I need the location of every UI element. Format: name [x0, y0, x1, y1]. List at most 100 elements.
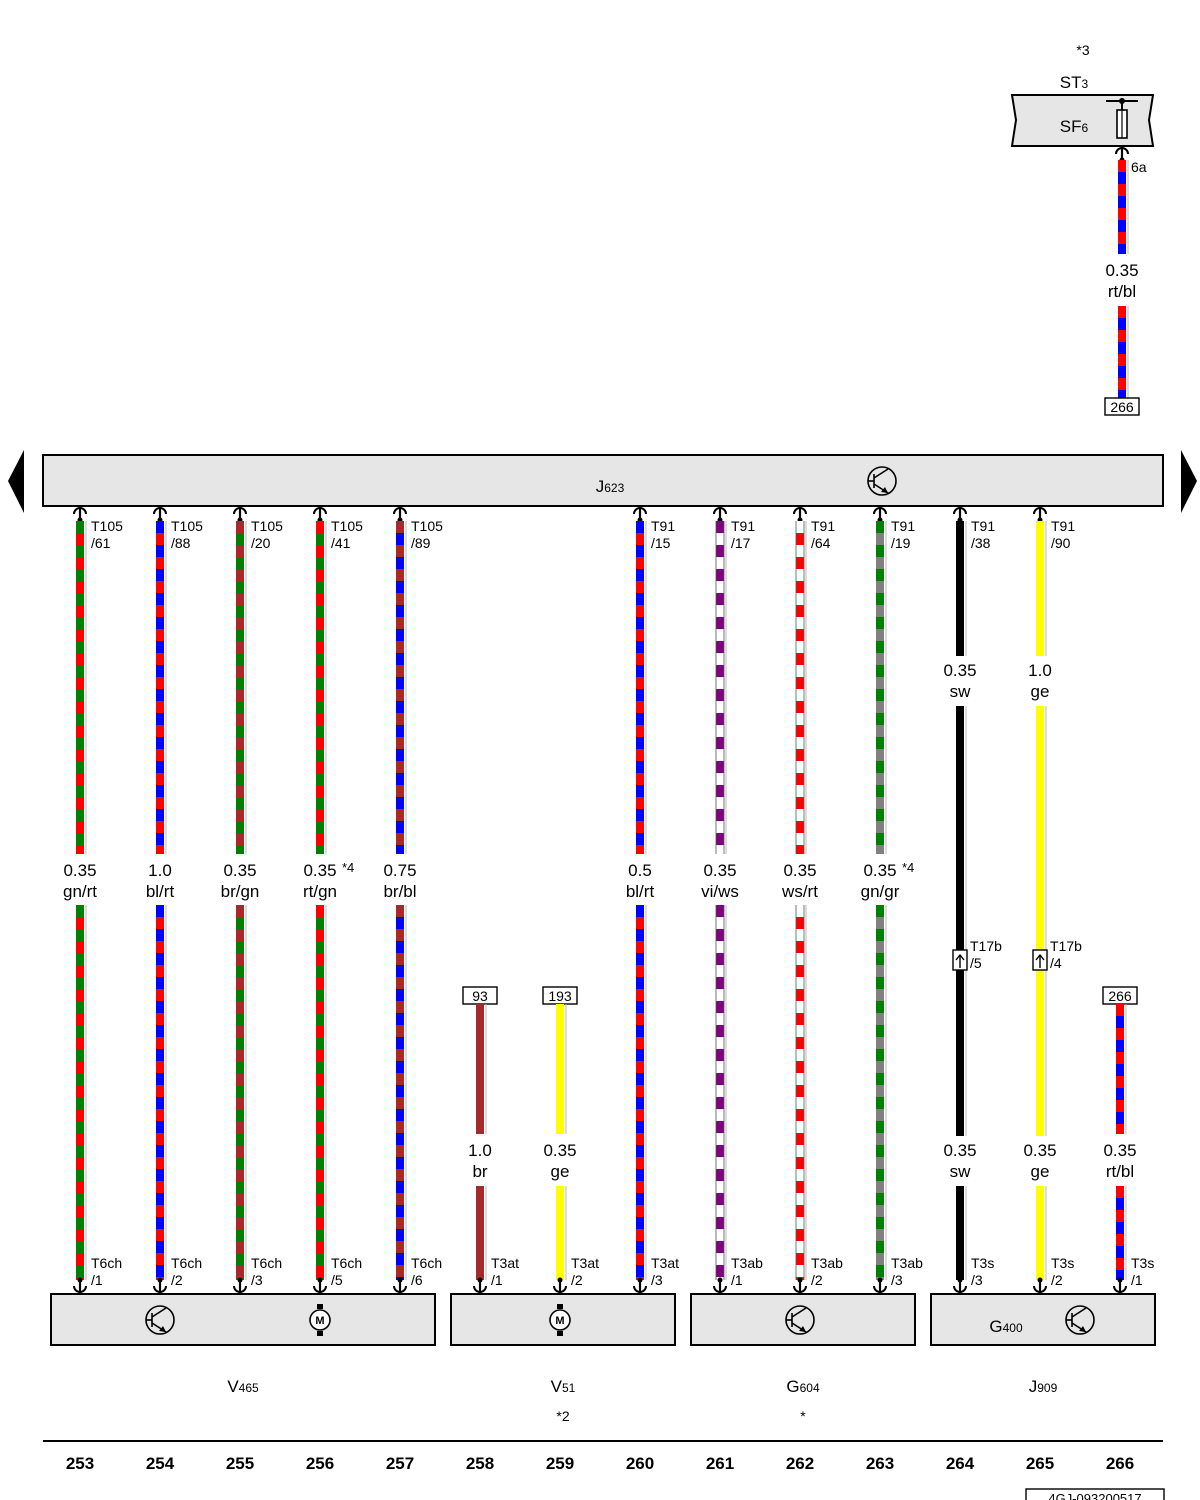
bottom-plug [393, 1277, 407, 1294]
wire-top-pin-conn: T105 [171, 518, 203, 534]
solid-wire-seg2 [1036, 706, 1044, 1136]
wire-lower-segment-stripe [236, 1109, 244, 1121]
wire-lower-segment-stripe [716, 1205, 724, 1217]
component-g604: G604* [690, 1293, 916, 1424]
wire-color-label: ge [551, 1162, 570, 1181]
wire-lower-segment-stripe [316, 1085, 324, 1097]
wire-size-label: 0.35 [703, 861, 736, 880]
wire-lower-segment [876, 905, 887, 1280]
ref-wire-lower-stripe [476, 1222, 484, 1234]
ref-wire-upper-stripe [1116, 1040, 1124, 1052]
wire-lower-segment-stripe [796, 1253, 804, 1265]
wire-size-label: 0.5 [628, 861, 652, 880]
wire-size-label: 0.35 [223, 861, 256, 880]
wire-lower-segment-stripe [156, 1253, 164, 1265]
wire-upper-segment-stripe [236, 797, 244, 809]
solid-wire-top-plug [953, 506, 967, 523]
wire-upper-segment-stripe [76, 533, 84, 545]
ref-wire-bottom-pin-pin: /1 [1131, 1272, 1143, 1288]
wire-upper-segment-stripe [636, 845, 644, 854]
wire-upper-segment-stripe [316, 581, 324, 593]
wire-lower-segment-stripe [396, 1061, 404, 1073]
wire-top-plug [873, 506, 887, 523]
wire-upper-segment-stripe [76, 797, 84, 809]
wire-top-pin-conn: T91 [891, 518, 915, 534]
wire-lower-segment-stripe [636, 1157, 644, 1169]
wire-upper-segment-stripe [636, 725, 644, 737]
motor-circle [309, 1309, 331, 1331]
motor-shaft-top [557, 1304, 563, 1309]
transistor-icon [785, 1305, 815, 1335]
motor-letter: M [555, 1315, 564, 1327]
wire-lower-segment-stripe [796, 1085, 804, 1097]
transistor-collector [791, 1307, 807, 1318]
fuse-icon [1106, 98, 1138, 139]
wire-upper-segment-stripe [236, 629, 244, 641]
wire-upper-segment [715, 521, 727, 854]
solid-wire-size-2: 0.35 [943, 1141, 976, 1160]
wire-lower-segment-stripe [876, 989, 884, 1001]
wire-lower-segment-stripe [636, 1109, 644, 1121]
fuse-wire-ref-box [1104, 397, 1140, 416]
wire-lower-segment-stripe [236, 917, 244, 929]
ref-wire-lower-stripe [476, 1246, 484, 1258]
wire-lower-segment-stripe [636, 989, 644, 1001]
wire-upper-segment-stripe [156, 749, 164, 761]
bottom-plug-dot [717, 1277, 723, 1283]
solid-wire-size-2: 0.35 [1023, 1141, 1056, 1160]
control-unit-j623: J623 [42, 454, 1164, 507]
ref-wire-upper-stripe [556, 1016, 564, 1028]
wire-upper-segment-stripe [76, 653, 84, 665]
bottom-pin-conn: T6ch [171, 1255, 202, 1271]
wire-top-pin-pin: /20 [251, 535, 271, 551]
wire-upper-segment-stripe [716, 797, 724, 809]
wire-size-label: 0.35 [303, 861, 336, 880]
next-page-arrow[interactable] [1181, 450, 1197, 513]
wire-top-plug [313, 506, 327, 523]
wire-upper-segment-stripe [876, 677, 884, 689]
wire-lower-segment-stripe [796, 1013, 804, 1025]
column-number: 263 [866, 1454, 894, 1473]
wire-upper-segment-stripe [316, 533, 324, 545]
wire-top-plug [713, 506, 727, 523]
wire-lower-segment-stripe [156, 965, 164, 977]
bottom-pin-conn: T3ab [891, 1255, 923, 1271]
wire-lower-segment-stripe [716, 941, 724, 953]
wire-upper-segment-stripe [716, 749, 724, 761]
wire-color-label: rt/bl [1106, 1162, 1134, 1181]
ref-wire-ref-text: 266 [1108, 988, 1132, 1004]
wire-lower-segment-stripe [76, 1037, 84, 1049]
wire-upper-segment-stripe [716, 557, 724, 569]
wire-lower-segment-stripe [876, 941, 884, 953]
component-g604-note: * [800, 1408, 806, 1424]
wire-upper-segment [636, 521, 647, 854]
wire-upper-segment-stripe [636, 797, 644, 809]
wire-lower-segment-stripe [316, 1205, 324, 1217]
ref-wire-upper-stripe [476, 1064, 484, 1076]
wire-size-label: 0.75 [383, 861, 416, 880]
transistor-icon [867, 466, 897, 496]
wire-upper-segment-stripe [316, 773, 324, 785]
prev-page-arrow[interactable] [8, 450, 24, 513]
wire-upper-segment-stripe [716, 653, 724, 665]
wire-upper-segment-stripe [636, 677, 644, 689]
wire-upper-segment-stripe [716, 701, 724, 713]
wire-lower-segment-stripe [236, 1253, 244, 1265]
wire-lower-segment-stripe [796, 965, 804, 977]
wire-upper-segment-stripe [236, 533, 244, 545]
wire-upper-segment-stripe [876, 629, 884, 641]
bottom-plug [793, 1277, 807, 1294]
solid-wire-seg1 [1036, 521, 1044, 656]
wire-upper-segment-stripe [316, 701, 324, 713]
wire-upper-segment-stripe [876, 797, 884, 809]
wire-upper-segment-stripe [876, 653, 884, 665]
wire-lower-segment-stripe [156, 1133, 164, 1145]
wire-lower-segment-stripe [316, 965, 324, 977]
wire-upper-segment-stripe [236, 557, 244, 569]
wire-lower-segment-stripe [876, 1061, 884, 1073]
ref-wire-upper-stripe [476, 1088, 484, 1100]
wire-upper-segment [76, 521, 87, 854]
wire-lower-segment-stripe [636, 941, 644, 953]
wire-lower-segment-stripe [76, 1013, 84, 1025]
wire-upper-segment-stripe [156, 629, 164, 641]
